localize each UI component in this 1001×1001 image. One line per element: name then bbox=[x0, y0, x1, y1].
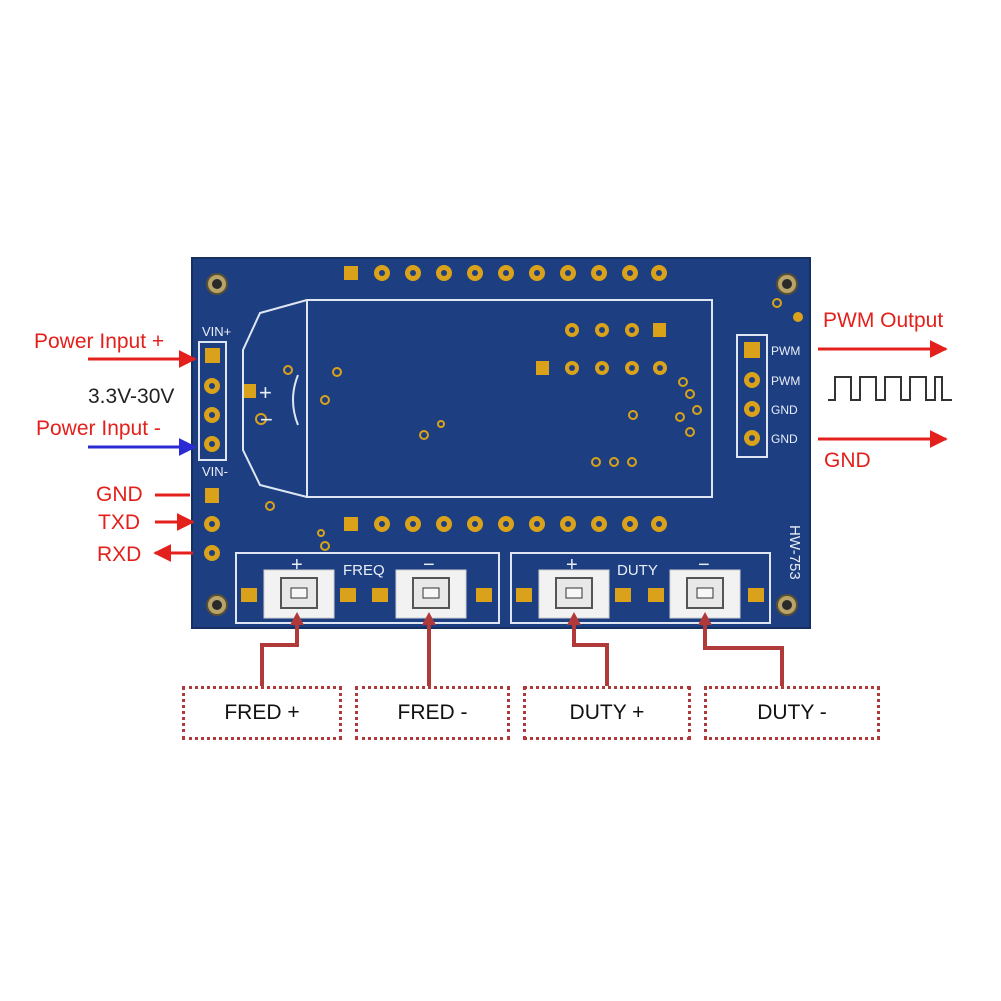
silk-vin-minus: VIN- bbox=[202, 464, 228, 479]
silk-plus-2: + bbox=[566, 554, 578, 576]
silk-duty: DUTY bbox=[617, 562, 658, 579]
lcd-outline bbox=[242, 299, 713, 498]
silk-pwm-1: PWM bbox=[771, 344, 800, 358]
power-input-plus-label: Power Input + bbox=[34, 330, 165, 353]
duty-minus-label: DUTY - bbox=[757, 701, 827, 724]
fred-plus-box: FRED + bbox=[182, 686, 342, 740]
txd-label: TXD bbox=[98, 511, 140, 534]
silk-cap-plus: + bbox=[259, 380, 272, 405]
gnd-left-label: GND bbox=[96, 483, 143, 506]
voltage-range-label: 3.3V-30V bbox=[88, 385, 175, 408]
pwm-output-label: PWM Output bbox=[823, 309, 944, 332]
silk-gnd-2: GND bbox=[771, 432, 798, 446]
rxd-label: RXD bbox=[97, 543, 142, 566]
output-header bbox=[736, 334, 768, 458]
duty-plus-label: DUTY + bbox=[569, 701, 645, 724]
silk-freq: FREQ bbox=[343, 562, 385, 579]
tactile-switches bbox=[241, 569, 764, 619]
silk-pwm-2: PWM bbox=[771, 374, 800, 388]
right-arrows bbox=[818, 340, 948, 448]
silk-cap-minus: − bbox=[260, 407, 273, 432]
bottom-header-pins bbox=[344, 516, 667, 532]
button-zones bbox=[235, 552, 771, 624]
button-connectors bbox=[260, 617, 784, 688]
power-header bbox=[198, 341, 227, 461]
duty-minus-box: DUTY - bbox=[704, 686, 880, 740]
top-header-pins bbox=[344, 265, 667, 281]
silk-vin-plus: VIN+ bbox=[202, 324, 231, 339]
duty-plus-box: DUTY + bbox=[523, 686, 691, 740]
serial-pins bbox=[204, 488, 220, 561]
gnd-right-label: GND bbox=[824, 449, 871, 472]
fred-minus-box: FRED - bbox=[355, 686, 510, 740]
silk-minus-2: − bbox=[698, 554, 710, 576]
silk-gnd-1: GND bbox=[771, 403, 798, 417]
vias bbox=[265, 298, 782, 551]
pcb-board bbox=[192, 258, 810, 628]
fred-plus-label: FRED + bbox=[224, 701, 300, 724]
silk-plus-1: + bbox=[291, 554, 303, 576]
left-arrows bbox=[88, 350, 197, 562]
pwm-waveform-icon bbox=[828, 376, 952, 401]
power-input-minus-label: Power Input - bbox=[36, 417, 161, 440]
silk-minus-1: − bbox=[423, 554, 435, 576]
silk-model: HW-753 bbox=[786, 525, 803, 580]
fred-minus-label: FRED - bbox=[397, 701, 468, 724]
